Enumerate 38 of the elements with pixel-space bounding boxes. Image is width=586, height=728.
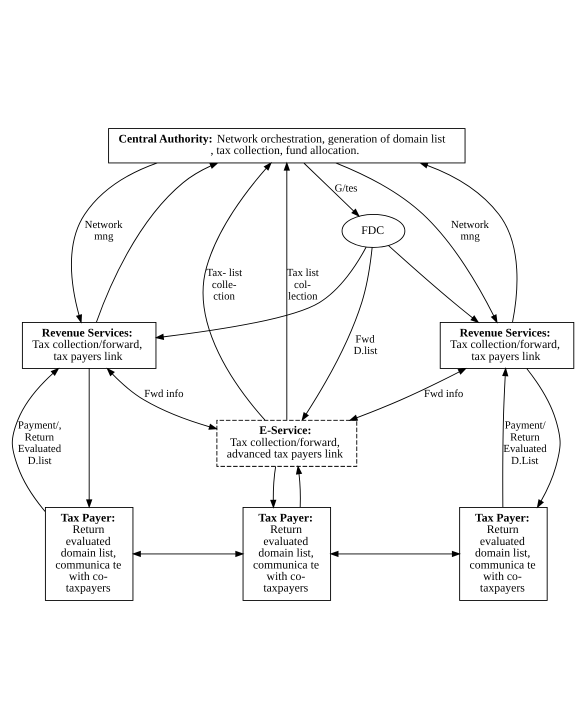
arrow xyxy=(335,162,498,324)
edge-label: Network mng xyxy=(84,218,123,242)
node-box: Revenue Services: Tax collection/forward, tax payers link xyxy=(440,321,574,368)
edge-label: Fwd D.list xyxy=(354,332,378,357)
arrow xyxy=(348,367,467,420)
arrow xyxy=(132,550,244,557)
node-box: Tax Payer: Return evaluated domain list, communica te with co-taxpayers xyxy=(459,506,548,600)
edge-label: Network mng xyxy=(451,218,489,242)
node-ellipse: FDC xyxy=(342,214,406,248)
arrow xyxy=(301,246,373,421)
edge-label: G/tes xyxy=(334,182,358,194)
arrow xyxy=(526,368,561,508)
arrow xyxy=(154,246,366,340)
arrow xyxy=(70,162,158,324)
edge-label: Tax- list colle- ction xyxy=(206,266,242,302)
edge-label: Payment/, Return Evaluated D.list xyxy=(18,419,62,466)
arrow xyxy=(329,550,461,557)
arrow xyxy=(418,162,518,322)
arrow xyxy=(303,162,360,217)
node-box: Tax Payer: Return evaluated domain list, communica te with co-taxpayers xyxy=(44,506,134,600)
arrow xyxy=(202,161,272,420)
node-box: Tax Payer: Return evaluated domain list, communica te with co-taxpayers xyxy=(242,506,332,600)
arrow xyxy=(284,161,290,420)
arrow xyxy=(96,162,219,322)
edge-label: Payment/ Return Evaluated D.List xyxy=(503,419,547,466)
arrow xyxy=(86,368,92,508)
arrow xyxy=(388,244,480,323)
node-box: E-Service: Tax collection/forward, advanced tax payers link xyxy=(216,419,358,466)
arrow xyxy=(296,464,302,508)
node-box: Central Authority: Network orchestration, generation of domain list , tax collection, fund allocation. xyxy=(108,128,466,163)
node-box: Revenue Services: Tax collection/forward, tax payers link xyxy=(22,321,156,368)
edge-label: Tax list col- lection xyxy=(286,266,319,302)
edge-label: Fwd info xyxy=(144,387,184,400)
arrow xyxy=(502,366,508,508)
edge-label: Fwd info xyxy=(424,387,464,400)
arrow xyxy=(106,367,218,430)
arrow xyxy=(12,367,60,512)
arrow xyxy=(270,466,276,508)
